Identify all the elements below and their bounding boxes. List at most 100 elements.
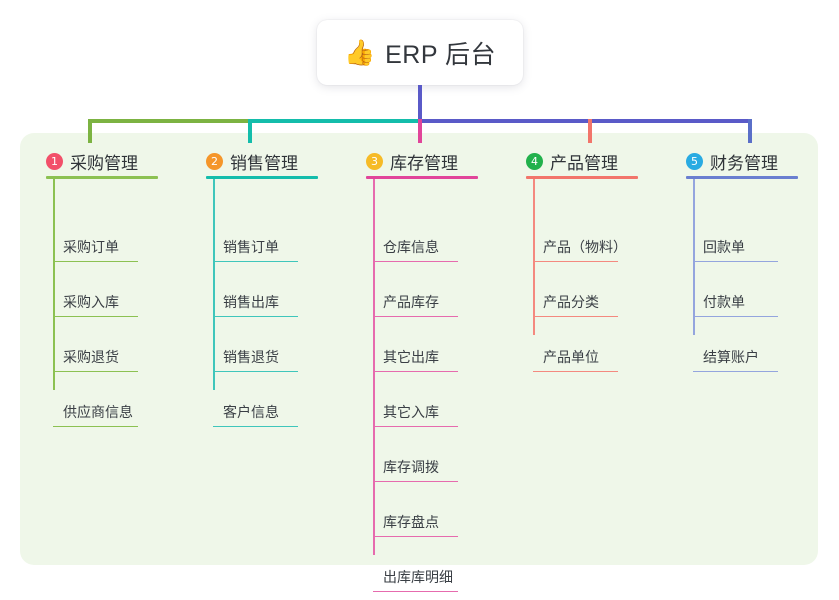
list-item-rule	[533, 315, 618, 317]
list-item-label: 出库库明细	[383, 569, 453, 585]
column-spine	[213, 179, 215, 390]
list-item-rule	[213, 315, 298, 317]
column-header-rule	[686, 176, 798, 179]
list-item[interactable]: 其它出库	[353, 325, 513, 380]
column-items: 产品（物料） 产品分类产品单位	[513, 215, 673, 380]
list-item-label: 产品单位	[543, 349, 599, 365]
list-item-rule	[533, 260, 618, 262]
list-item[interactable]: 出库库明细	[353, 545, 513, 600]
column-spine	[373, 179, 375, 555]
column-items: 仓库信息产品库存其它出库其它入库库存调拨库存盘点出库库明细	[353, 215, 513, 600]
list-item-rule	[53, 425, 138, 427]
column-title: 财务管理	[710, 153, 778, 173]
column-spine	[53, 179, 55, 390]
list-item-label: 采购退货	[63, 349, 119, 365]
bus-segment-1	[88, 119, 248, 123]
list-item[interactable]: 产品分类	[513, 270, 673, 325]
list-item-rule	[53, 315, 138, 317]
list-item-label: 结算账户	[703, 349, 759, 365]
list-item[interactable]: 付款单	[673, 270, 833, 325]
list-item-label: 产品库存	[383, 294, 439, 310]
list-item-label: 付款单	[703, 294, 745, 310]
list-item[interactable]: 采购订单	[33, 215, 193, 270]
list-item[interactable]: 库存调拨	[353, 435, 513, 490]
list-item-label: 采购入库	[63, 294, 119, 310]
column-title: 销售管理	[230, 153, 298, 173]
list-item-label: 销售订单	[223, 239, 279, 255]
list-item-rule	[53, 370, 138, 372]
list-item-rule	[373, 535, 458, 537]
column-2: 2 销售管理销售订单销售出库销售退货客户信息	[193, 143, 353, 435]
list-item-rule	[373, 370, 458, 372]
number-badge-icon: 3	[366, 152, 383, 170]
number-badge-icon: 5	[686, 152, 703, 170]
list-item-rule	[53, 260, 138, 262]
list-item-label: 回款单	[703, 239, 745, 255]
column-header-rule	[526, 176, 638, 179]
list-item-rule	[533, 370, 618, 372]
column-header-rule	[46, 176, 158, 179]
list-item[interactable]: 供应商信息	[33, 380, 193, 435]
thumbs-up-icon: 👍	[343, 38, 376, 67]
column-title: 库存管理	[390, 153, 458, 173]
list-item-label: 库存盘点	[383, 514, 439, 530]
branch-drop-5	[748, 119, 752, 143]
column-header-4[interactable]: 4 产品管理	[513, 143, 673, 179]
column-items: 销售订单销售出库销售退货客户信息	[193, 215, 353, 435]
list-item[interactable]: 回款单	[673, 215, 833, 270]
list-item-label: 销售出库	[223, 294, 279, 310]
branch-drop-4	[588, 119, 592, 143]
branch-drop-1	[88, 119, 92, 143]
column-header-5[interactable]: 5 财务管理	[673, 143, 833, 179]
list-item[interactable]: 库存盘点	[353, 490, 513, 545]
column-4: 4 产品管理产品（物料） 产品分类产品单位	[513, 143, 673, 380]
list-item-rule	[373, 260, 458, 262]
number-badge-icon: 2	[206, 152, 223, 170]
column-header-rule	[366, 176, 478, 179]
list-item-rule	[373, 480, 458, 482]
list-item-rule	[373, 425, 458, 427]
list-item-label: 其它出库	[383, 349, 439, 365]
number-badge-icon: 1	[46, 152, 63, 170]
column-title: 产品管理	[550, 153, 618, 173]
number-badge-icon: 4	[526, 152, 543, 170]
list-item-rule	[693, 315, 778, 317]
column-5: 5 财务管理回款单付款单结算账户	[673, 143, 833, 380]
list-item-label: 客户信息	[223, 404, 279, 420]
bus-segment-2	[248, 119, 418, 123]
list-item-label: 销售退货	[223, 349, 279, 365]
list-item[interactable]: 结算账户	[673, 325, 833, 380]
list-item[interactable]: 仓库信息	[353, 215, 513, 270]
root-node[interactable]: 👍 ERP 后台	[317, 20, 523, 85]
column-spine	[693, 179, 695, 335]
list-item[interactable]: 销售退货	[193, 325, 353, 380]
list-item-rule	[213, 260, 298, 262]
root-node-label: ERP 后台	[385, 40, 497, 69]
column-items: 采购订单采购入库采购退货供应商信息	[33, 215, 193, 435]
list-item-rule	[373, 590, 458, 592]
list-item[interactable]: 销售出库	[193, 270, 353, 325]
list-item-rule	[693, 370, 778, 372]
column-header-3[interactable]: 3 库存管理	[353, 143, 513, 179]
list-item-label: 仓库信息	[383, 239, 439, 255]
bus-segment-3	[418, 119, 752, 123]
branch-drop-3	[418, 119, 422, 143]
list-item-label: 产品（物料）	[543, 239, 627, 255]
list-item-rule	[213, 370, 298, 372]
list-item[interactable]: 采购入库	[33, 270, 193, 325]
column-header-rule	[206, 176, 318, 179]
list-item[interactable]: 销售订单	[193, 215, 353, 270]
column-header-2[interactable]: 2 销售管理	[193, 143, 353, 179]
list-item-label: 采购订单	[63, 239, 119, 255]
list-item[interactable]: 其它入库	[353, 380, 513, 435]
list-item-label: 产品分类	[543, 294, 599, 310]
column-3: 3 库存管理仓库信息产品库存其它出库其它入库库存调拨库存盘点出库库明细	[353, 143, 513, 600]
column-items: 回款单付款单结算账户	[673, 215, 833, 380]
list-item[interactable]: 客户信息	[193, 380, 353, 435]
list-item[interactable]: 采购退货	[33, 325, 193, 380]
list-item[interactable]: 产品单位	[513, 325, 673, 380]
list-item[interactable]: 产品库存	[353, 270, 513, 325]
list-item[interactable]: 产品（物料）	[513, 215, 673, 270]
content-panel	[20, 133, 818, 565]
